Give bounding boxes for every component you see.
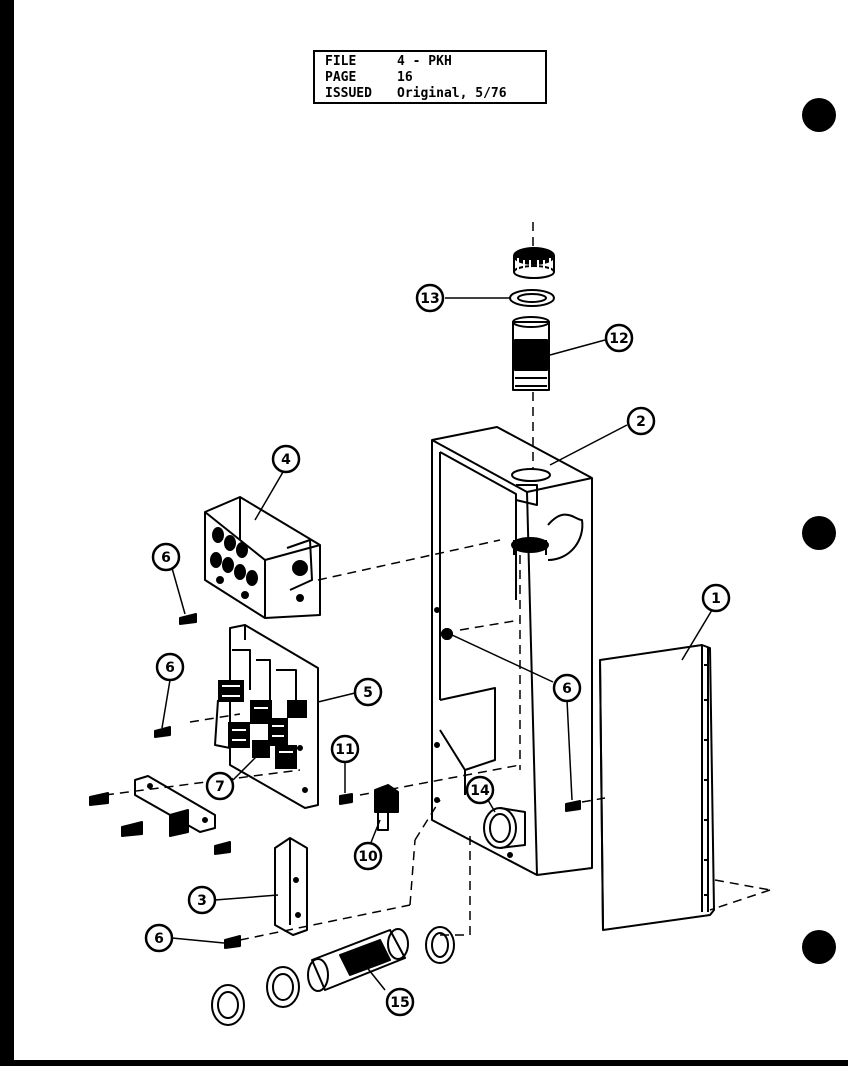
control-board-part-5 [214,624,319,809]
callout-12 [604,323,634,353]
callout-13-label: 13 [420,291,439,307]
callout-7 [205,771,235,801]
connector-part-12 [512,316,550,391]
callout-14-label: 14 [470,783,490,799]
callout-6b-label: 6 [165,660,175,676]
cover-panel-part-1 [599,644,715,931]
title-value-page: 16 [397,70,413,85]
title-row-issued: ISSUED Original, 5/76 [325,86,545,102]
bracket-part-3 [274,837,308,936]
callout-3-label: 3 [197,893,207,909]
callout-15-label: 15 [390,995,409,1011]
title-row-page: PAGE 16 [325,70,545,86]
callout-1 [701,583,731,613]
locknuts [211,926,455,1026]
title-value-file: 4 - PKH [397,54,452,69]
fitting-part-14 [483,807,526,849]
title-label-issued: ISSUED [325,86,372,101]
callout-6a [151,542,181,572]
callout-4 [271,444,301,474]
title-row-file: FILE 4 - PKH [325,54,545,70]
callout-10-label: 10 [358,849,378,865]
callout-2-label: 2 [636,414,646,430]
callout-11-label: 11 [335,742,354,758]
callout-2 [626,406,656,436]
callout-6d [552,673,582,703]
title-value-issued: Original, 5/76 [397,86,507,101]
callout-7-label: 7 [215,779,225,795]
callout-4-label: 4 [281,452,291,468]
callout-6a-label: 6 [161,550,171,566]
title-label-page: PAGE [325,70,357,85]
conduit-part-15 [307,928,409,992]
leader-lines [161,297,713,991]
terminal-block-part-4 [204,496,321,619]
callout-12-label: 12 [609,331,628,347]
callout-6b [155,652,185,682]
callout-6d-label: 6 [562,681,572,697]
binder-hole-bottom [802,930,836,964]
locknut-part-13 [509,289,555,307]
callout-1-label: 1 [711,591,721,607]
assembly-lines [104,222,771,941]
callout-6c [144,923,174,953]
clip-part-10 [374,784,399,831]
binder-hole-top [802,98,836,132]
callout-10 [353,841,383,871]
ground-bar [134,775,216,837]
callout-5-label: 5 [363,685,373,701]
title-block: FILE 4 - PKH PAGE 16 ISSUED Original, 5/… [313,50,547,104]
callout-14 [465,775,495,805]
scan-left-edge [0,0,14,1066]
screws [89,613,581,949]
title-label-file: FILE [325,54,357,69]
callout-13 [415,283,445,313]
binder-hole-middle [802,516,836,550]
callouts [144,283,731,1017]
callout-5 [353,677,383,707]
scan-bottom-edge [0,1060,848,1066]
callout-11 [330,734,360,764]
callout-3 [187,885,217,915]
top-cap-part [513,247,555,279]
callout-6c-label: 6 [154,931,164,947]
cabinet-part-2 [431,426,593,876]
callout-15 [385,987,415,1017]
